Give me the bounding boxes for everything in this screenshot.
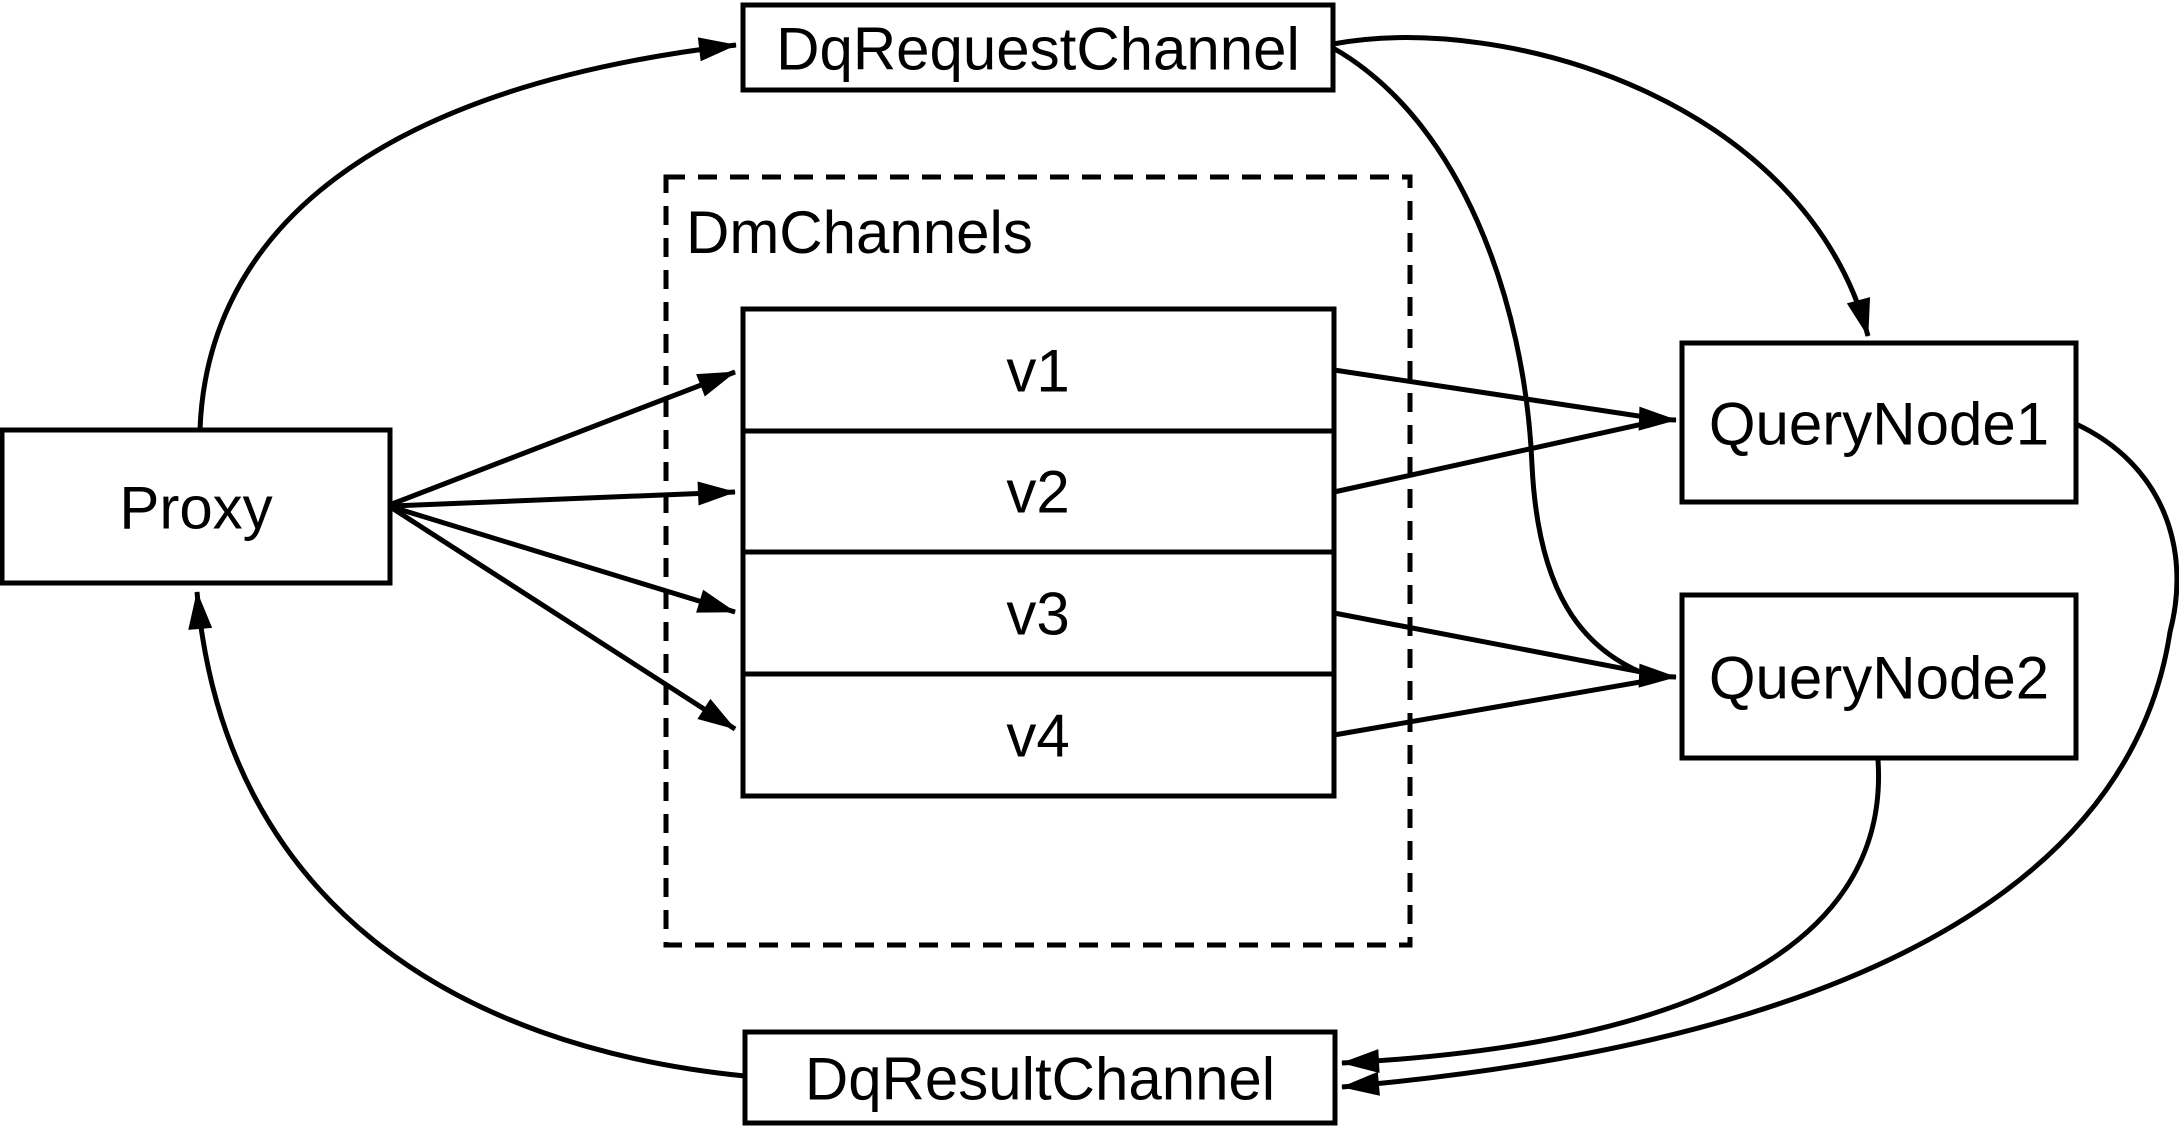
node-querynode1: QueryNode1: [1679, 340, 2079, 505]
edge-querynode2-to-dqresultchannel: [1341, 759, 1882, 1074]
channel-v2-label: v2: [1006, 459, 1069, 526]
querynode2-label: QueryNode2: [1709, 645, 2049, 712]
edge-v2-to-querynode1: [1333, 419, 1653, 495]
querynode1-label: QueryNode1: [1709, 391, 2049, 458]
edge-querynode1-to-dqresultchannel: [1341, 421, 2179, 1096]
node-channel-stack: v1 v2 v3 v4: [740, 306, 1337, 799]
dqrequestchannel-label: DqRequestChannel: [776, 16, 1300, 83]
querynode2-box: [1679, 592, 2079, 761]
channel-v4-label: v4: [1006, 703, 1069, 770]
channel-v3-label: v3: [1006, 581, 1069, 648]
proxy-box: [0, 427, 393, 586]
dqresultchannel-label: DqResultChannel: [805, 1046, 1275, 1113]
edge-proxy-to-v4: [390, 505, 737, 732]
edge-proxy-to-v3: [391, 504, 736, 615]
dqrequestchannel-box: [740, 2, 1336, 93]
node-querynode2: QueryNode2: [1679, 592, 2079, 761]
edge-proxy-to-dqrequestchannel: [197, 37, 737, 431]
edge-dqrequestchannel-to-querynode2: [1331, 45, 1651, 679]
proxy-label: Proxy: [119, 475, 272, 542]
edge-dqresultchannel-to-proxy: [188, 591, 746, 1079]
edge-merge-arrow-querynode1: [1638, 406, 1677, 431]
node-dqrequestchannel: DqRequestChannel: [740, 2, 1336, 93]
edge-merge-arrow-querynode2: [1638, 663, 1677, 688]
edge-proxy-to-v2: [391, 481, 736, 509]
edge-dqrequestchannel-to-querynode1: [1332, 35, 1871, 337]
edge-v1-to-querynode1: [1333, 367, 1653, 421]
dmchannels-group-border: [663, 174, 1413, 948]
group-dmchannels: DmChannels: [663, 174, 1413, 948]
channel-v1-label: v1: [1006, 338, 1069, 405]
dqresultchannel-box: [742, 1029, 1338, 1126]
dmchannels-group-label: DmChannels: [686, 199, 1033, 266]
querynode1-box: [1679, 340, 2079, 505]
node-dqresultchannel: DqResultChannel: [742, 1029, 1338, 1126]
edge-v4-to-querynode2: [1333, 677, 1653, 738]
edge-proxy-to-v1: [391, 369, 736, 507]
edge-v3-to-querynode2: [1333, 610, 1653, 677]
node-proxy: Proxy: [0, 427, 393, 586]
edge-layer: [188, 35, 2179, 1096]
